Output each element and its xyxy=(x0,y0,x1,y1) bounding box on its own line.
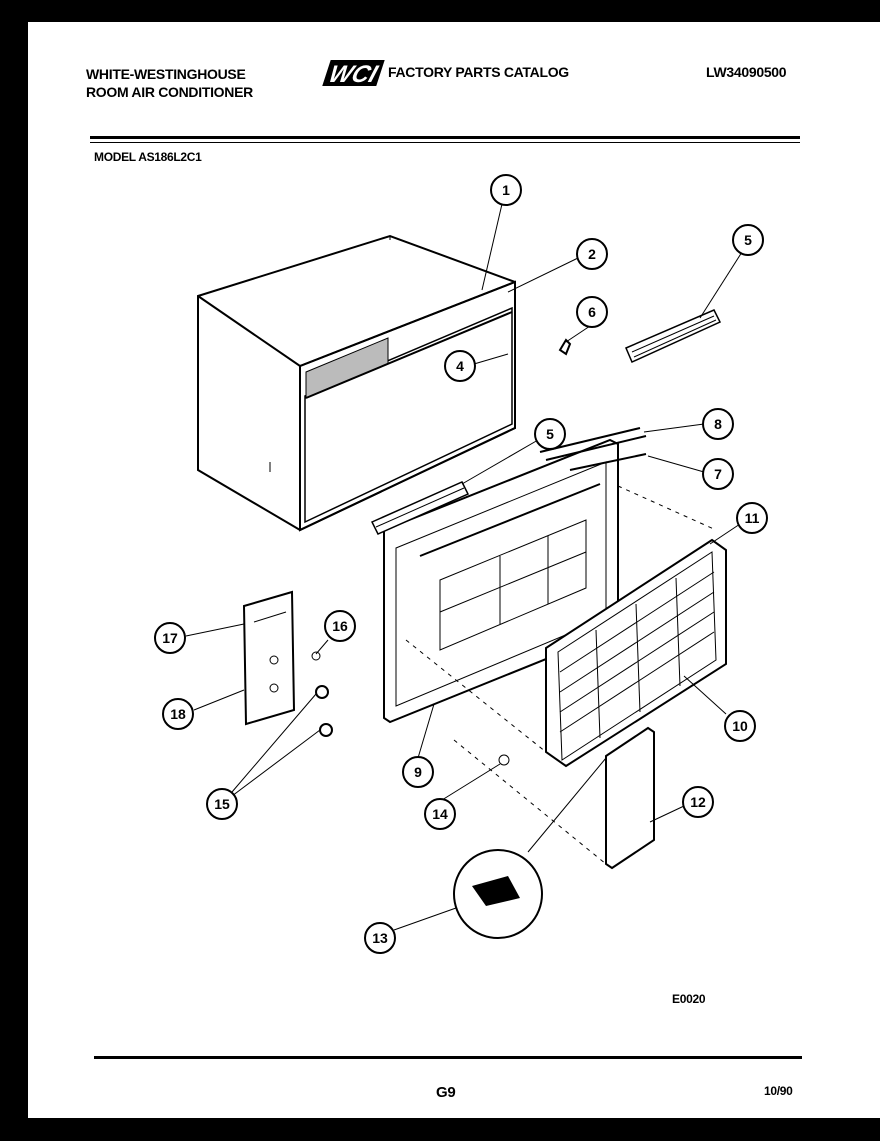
figure-code: E0020 xyxy=(672,992,706,1006)
callout-label: 1 xyxy=(502,182,510,198)
alignment-lines xyxy=(405,485,717,865)
clip xyxy=(558,338,572,356)
callout-label: 18 xyxy=(170,706,186,722)
filter-door xyxy=(605,726,655,870)
cabinet xyxy=(197,234,516,532)
callout-18: 18 xyxy=(162,698,194,730)
callout-5-upper: 5 xyxy=(732,224,764,256)
detail-bracket xyxy=(472,876,520,906)
footer-rule xyxy=(94,1056,802,1059)
callout-label: 16 xyxy=(332,618,348,634)
callout-8: 8 xyxy=(702,408,734,440)
callout-label: 10 xyxy=(732,718,748,734)
callout-12: 12 xyxy=(682,786,714,818)
leader-lines xyxy=(185,203,743,931)
callout-label: 15 xyxy=(214,796,230,812)
callout-label: 7 xyxy=(714,466,722,482)
header-rule-thin xyxy=(90,142,800,143)
callout-7: 7 xyxy=(702,458,734,490)
callout-1: 1 xyxy=(490,174,522,206)
callout-label: 4 xyxy=(456,358,464,374)
callout-13: 13 xyxy=(364,922,396,954)
callout-4: 4 xyxy=(444,350,476,382)
callout-label: 5 xyxy=(546,426,554,442)
callout-label: 2 xyxy=(588,246,596,262)
callout-9: 9 xyxy=(402,756,434,788)
catalog-title: FACTORY PARTS CATALOG xyxy=(388,64,569,80)
callout-2: 2 xyxy=(576,238,608,270)
knobs-screws xyxy=(311,651,510,766)
callout-15: 15 xyxy=(206,788,238,820)
callout-label: 5 xyxy=(744,232,752,248)
callout-10: 10 xyxy=(724,710,756,742)
catalog-sheet xyxy=(28,22,880,1118)
control-panel xyxy=(242,590,296,726)
wci-logo: WCI xyxy=(322,60,385,88)
callout-label: 13 xyxy=(372,930,388,946)
callout-label: 12 xyxy=(690,794,706,810)
callout-label: 8 xyxy=(714,416,722,432)
detail-circle xyxy=(453,849,543,939)
callout-label: 14 xyxy=(432,806,448,822)
callout-16: 16 xyxy=(324,610,356,642)
product-type: ROOM AIR CONDITIONER xyxy=(86,84,253,100)
seal-strips xyxy=(370,309,722,535)
catalog-date: 10/90 xyxy=(764,1084,793,1098)
logo-text: WCI xyxy=(325,62,381,88)
brand-name: WHITE-WESTINGHOUSE xyxy=(86,66,246,82)
callout-6: 6 xyxy=(576,296,608,328)
callout-5-lower: 5 xyxy=(534,418,566,450)
model-number: MODEL AS186L2C1 xyxy=(94,150,202,164)
callout-label: 9 xyxy=(414,764,422,780)
callout-label: 11 xyxy=(745,510,760,526)
callout-11: 11 xyxy=(736,502,768,534)
page-code: G9 xyxy=(436,1084,456,1101)
callout-label: 17 xyxy=(162,630,178,646)
callout-label: 6 xyxy=(588,304,596,320)
callout-14: 14 xyxy=(424,798,456,830)
grille xyxy=(545,538,727,768)
catalog-number: LW34090500 xyxy=(706,64,787,80)
header-rule xyxy=(90,136,800,139)
callout-17: 17 xyxy=(154,622,186,654)
